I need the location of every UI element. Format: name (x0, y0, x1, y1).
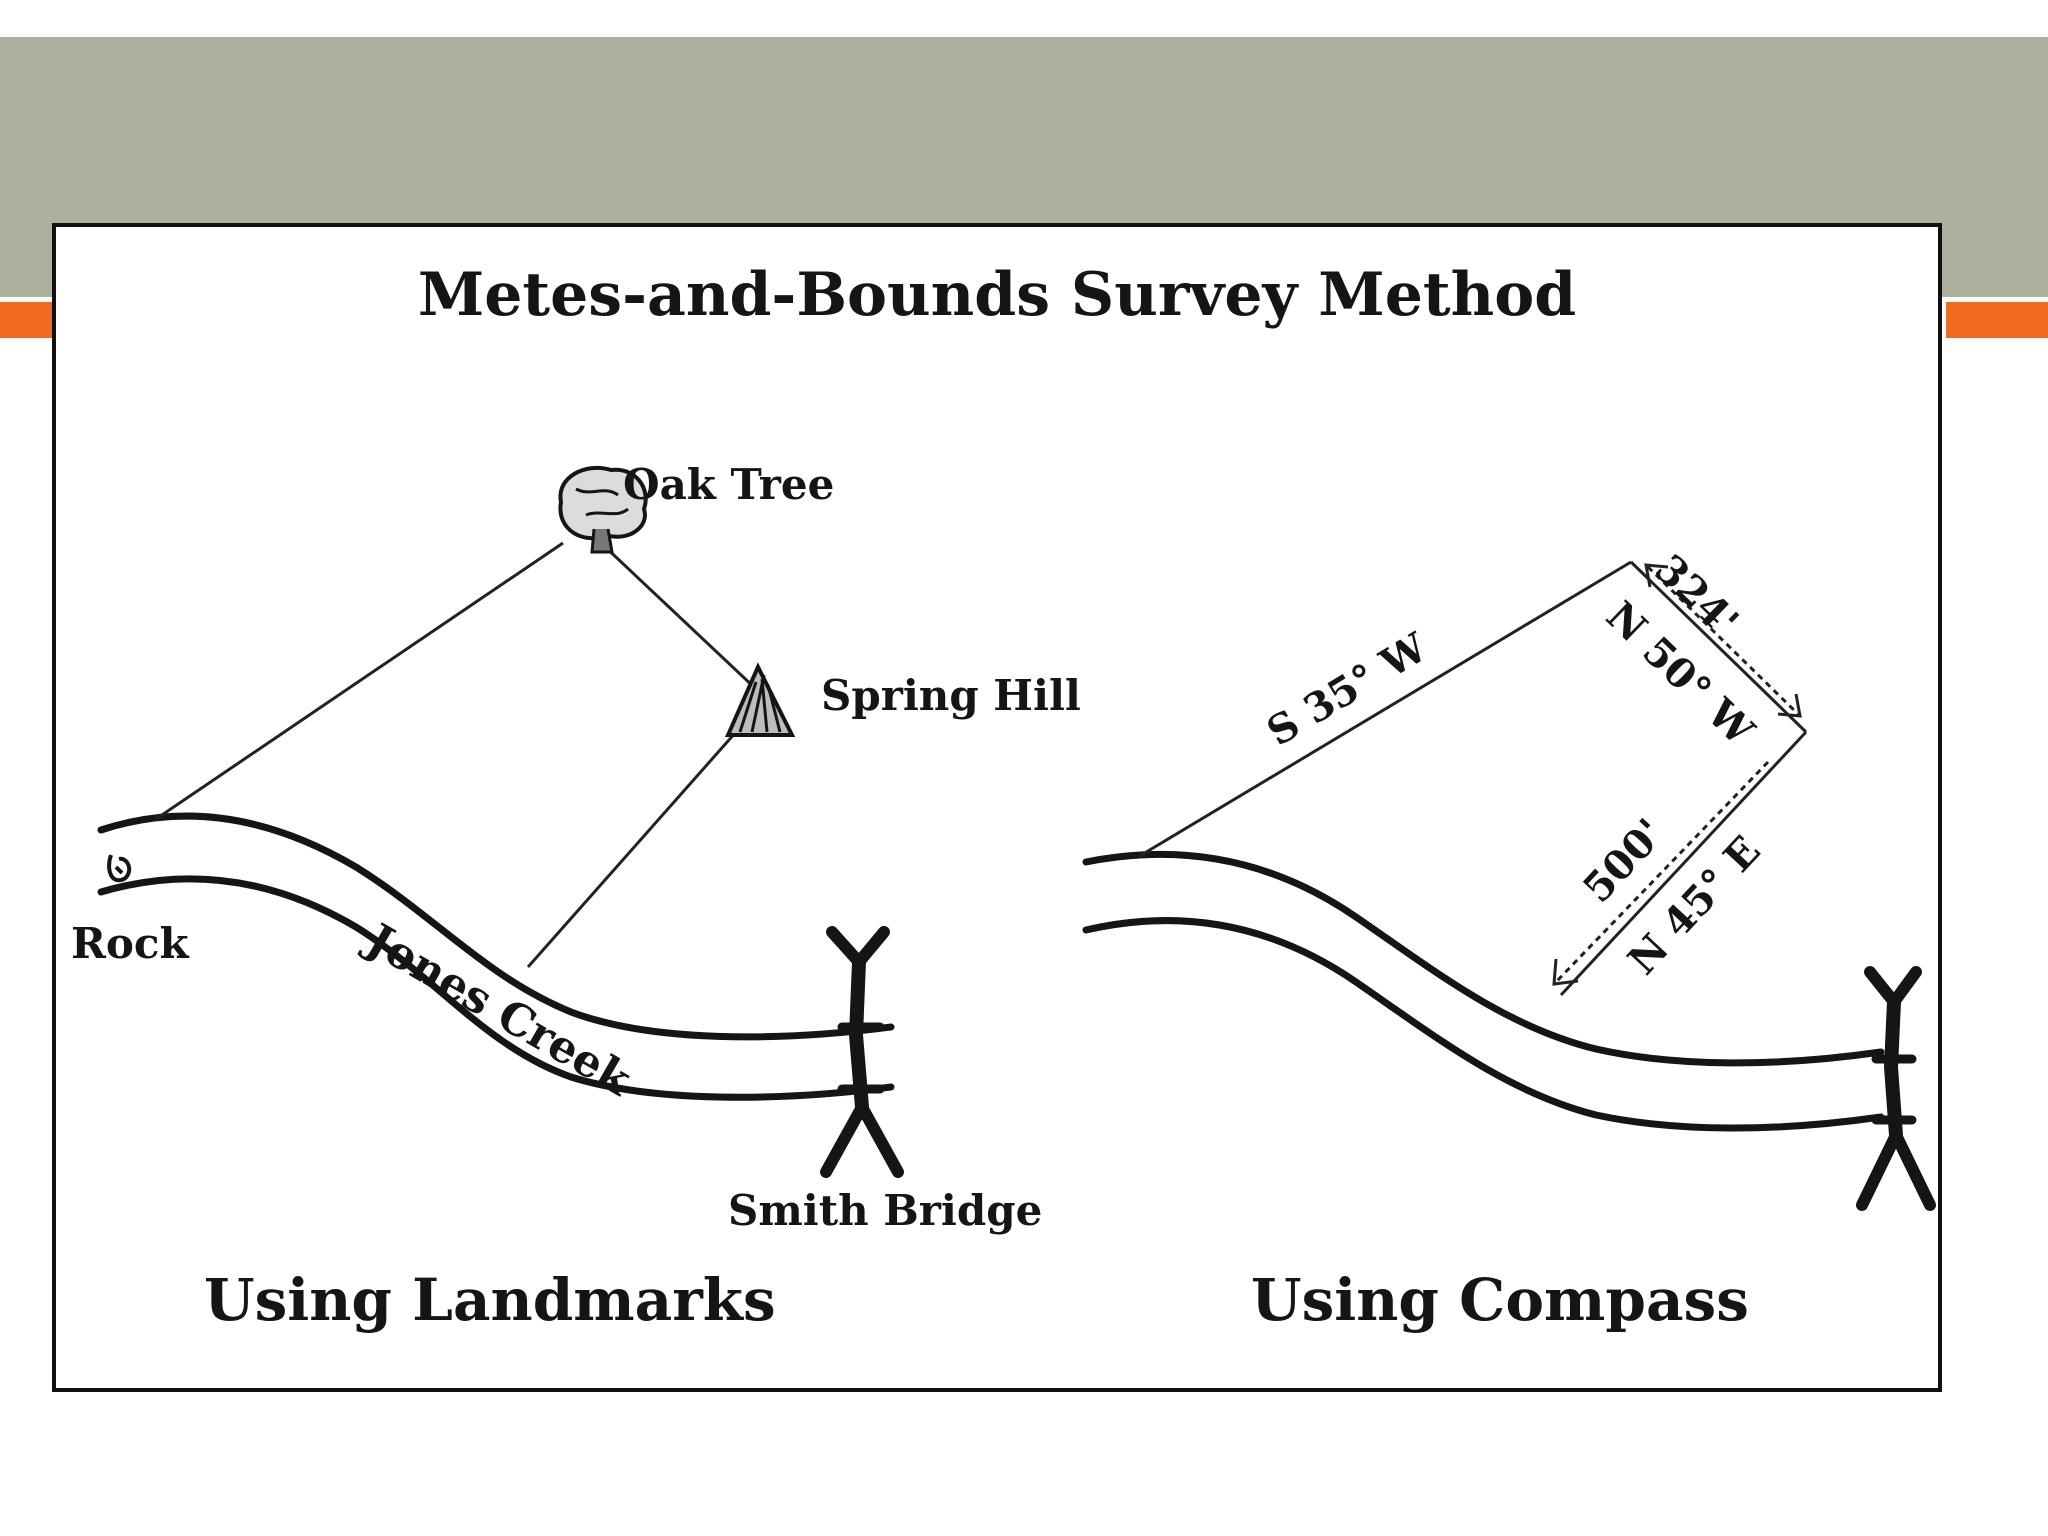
smith-bridge-icon-compass (1856, 966, 1936, 1211)
smith-bridge-icon (820, 926, 904, 1178)
line-spring-hill-to-creek (526, 731, 738, 968)
label-bearing-s35w: S 35° W (1259, 623, 1436, 755)
side-s35w (1137, 560, 1632, 859)
line-oak-tree-to-spring-hill (599, 541, 758, 691)
label-smith-bridge: Smith Bridge (728, 1186, 1042, 1235)
line-rock-to-oak-tree (155, 541, 564, 821)
label-rock: Rock (71, 919, 189, 968)
side-n45e (1559, 730, 1808, 997)
creek-bank-lower-compass (1082, 917, 1885, 1132)
caption-using-compass: Using Compass (1251, 1266, 1749, 1334)
creek-bank-upper (97, 812, 895, 1041)
dimension-arrows (1552, 563, 1802, 986)
label-oak-tree: Oak Tree (623, 460, 834, 509)
creek-bank-upper-compass (1082, 850, 1885, 1067)
rock-icon (107, 854, 132, 883)
diagram-frame: Metes-and-Bounds Survey Method (52, 223, 1942, 1392)
label-spring-hill: Spring Hill (821, 671, 1081, 720)
parcel-boundary (1137, 560, 1808, 997)
spring-hill-icon (724, 662, 796, 737)
survey-diagram: Metes-and-Bounds Survey Method (71, 260, 1936, 1334)
accent-stripe-left (0, 302, 52, 338)
diagram-title: Metes-and-Bounds Survey Method (418, 260, 1576, 330)
label-jones-creek: Jones Creek (355, 912, 641, 1106)
creek-bank-lower (97, 875, 895, 1101)
creek-compass (1082, 850, 1885, 1132)
caption-using-landmarks: Using Landmarks (204, 1266, 776, 1334)
boundary-lines (155, 541, 758, 968)
accent-stripe-right (1946, 302, 2048, 338)
side-n50w (1629, 560, 1808, 734)
compass-panel: S 35° W N 50° W 324' 500' N 45° E Using … (1082, 545, 1936, 1334)
oak-tree-icon (558, 465, 648, 554)
landmarks-panel: Oak Tree Spring Hill Rock Jones Creek Sm… (71, 460, 1081, 1334)
label-distance-500: 500' (1574, 810, 1674, 912)
jones-creek (97, 812, 895, 1101)
